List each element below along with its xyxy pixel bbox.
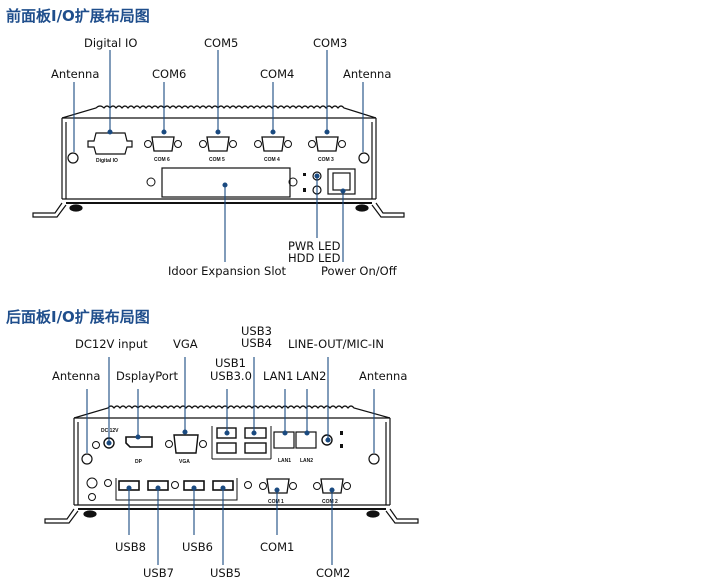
label-usb5: USB5	[210, 566, 241, 580]
label-lan1: LAN1	[263, 369, 294, 383]
label-power-switch: Power On/Off	[321, 264, 397, 278]
label-com6: COM6	[152, 67, 187, 81]
label-antenna-front-right: Antenna	[343, 67, 392, 81]
front-leader-lines	[73, 50, 364, 262]
label-usb4: USB4	[241, 336, 272, 350]
rear-chassis	[44, 405, 419, 524]
front-antenna-left-port	[67, 152, 79, 164]
front-digital-io-port	[87, 132, 133, 155]
rear-mark-dc: DC 12V	[101, 428, 119, 434]
label-idoor-slot: Idoor Expansion Slot	[168, 264, 287, 278]
label-pwr-led: PWR LED	[288, 239, 341, 253]
rear-antenna-left-port	[81, 453, 93, 465]
label-hdd-led: HDD LED	[288, 251, 341, 265]
label-lan2: LAN2	[296, 369, 327, 383]
label-line-out-mic-in: LINE-OUT/MIC-IN	[288, 337, 384, 351]
label-dc12v-input: DC12V input	[75, 337, 148, 351]
front-idoor-slot	[161, 167, 291, 198]
label-displayport: DsplayPort	[116, 369, 178, 383]
label-antenna-front-left: Antenna	[51, 67, 100, 81]
front-mark-com3: COM 3	[318, 157, 334, 163]
front-antenna-right-port	[358, 152, 370, 164]
rear-mark-com2: COM 2	[322, 499, 338, 505]
rear-mark-lan2: LAN2	[300, 458, 313, 464]
front-power-switch	[327, 168, 356, 195]
front-mark-com6: COM 6	[154, 157, 170, 163]
label-usb1: USB1	[215, 356, 246, 370]
rear-panel-title: 后面板I/O扩展布局图	[6, 308, 150, 326]
label-vga: VGA	[173, 337, 198, 351]
front-com5-port	[199, 136, 237, 152]
label-com3: COM3	[313, 36, 348, 50]
front-com4-port	[254, 136, 292, 152]
rear-antenna-right-port	[368, 453, 380, 465]
label-usb3: USB3	[241, 324, 272, 338]
rear-heatsink-fins	[73, 405, 391, 419]
label-antenna-rear-right: Antenna	[359, 369, 408, 383]
front-mark-digital-io: Digital IO	[96, 158, 118, 164]
label-com4: COM4	[260, 67, 295, 81]
rear-mark-vga: VGA	[179, 459, 190, 465]
rear-usb2-port	[216, 442, 237, 454]
label-usb30: USB3.0	[210, 369, 252, 383]
front-heatsink-fins	[61, 105, 377, 119]
rear-usb3-port	[244, 427, 267, 439]
label-usb6: USB6	[182, 540, 213, 554]
front-com6-port	[144, 136, 182, 152]
label-com1: COM1	[260, 540, 295, 554]
rear-usb4-port	[244, 442, 267, 454]
label-com5: COM5	[204, 36, 239, 50]
rear-vga-port	[165, 434, 207, 454]
rear-com2-port	[313, 478, 351, 494]
rear-displayport	[125, 436, 153, 448]
label-usb7: USB7	[143, 566, 174, 580]
front-mark-com4: COM 4	[264, 157, 280, 163]
label-antenna-rear-left: Antenna	[52, 369, 101, 383]
label-digital-io: Digital IO	[84, 36, 138, 50]
rear-leader-lines	[86, 357, 375, 565]
label-com2: COM2	[316, 566, 351, 580]
rear-com1-port	[259, 478, 297, 494]
rear-mark-dp: DP	[135, 459, 143, 465]
label-usb8: USB8	[115, 540, 146, 554]
front-com3-port	[308, 136, 346, 152]
rear-audio-jack	[321, 434, 333, 446]
front-mark-com5: COM 5	[209, 157, 225, 163]
rear-mark-lan1: LAN1	[278, 458, 291, 464]
front-panel-title: 前面板I/O扩展布局图	[6, 7, 150, 25]
front-chassis	[32, 105, 405, 218]
rear-mark-com1: COM 1	[268, 499, 284, 505]
